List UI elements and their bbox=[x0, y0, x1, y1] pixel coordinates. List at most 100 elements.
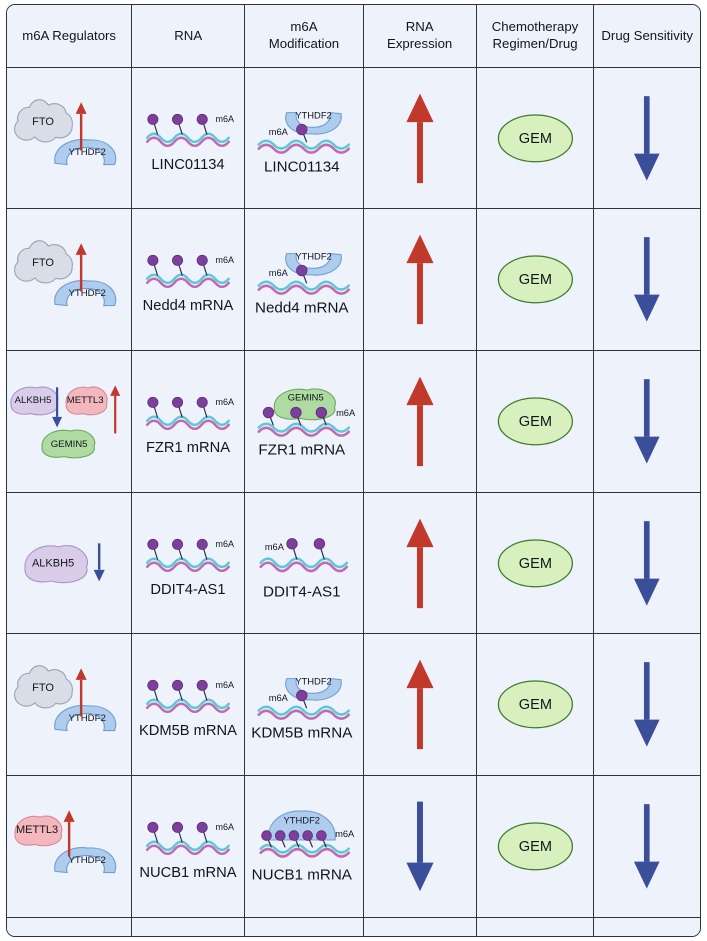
drug-label: GEM bbox=[518, 556, 551, 572]
header-line-1: m6A bbox=[290, 19, 318, 35]
cell-rna-expression-content bbox=[364, 918, 476, 937]
cell-drug-sensitivity-content bbox=[594, 351, 700, 492]
rna-expression-arrow bbox=[406, 801, 434, 892]
rna-expression-arrow bbox=[406, 660, 434, 750]
m6a-dot bbox=[147, 255, 159, 267]
cell-drug-sensitivity-content bbox=[594, 918, 700, 936]
protein-ythdf2-shape bbox=[54, 138, 117, 165]
drug-label: GEM bbox=[518, 272, 551, 288]
reader-label: YTHDF2 bbox=[295, 109, 331, 120]
m6a-tag-label: m6A bbox=[216, 255, 235, 265]
m6a-tag-label: m6A bbox=[265, 542, 285, 552]
rna-backbone bbox=[259, 843, 351, 854]
protein-label-fto: FTO bbox=[32, 257, 54, 269]
protein-fto bbox=[14, 240, 73, 284]
cell-chemotherapy: GEM bbox=[475, 66, 595, 210]
rna-backbone bbox=[257, 705, 351, 717]
column-header-m6a-regulators: m6A Regulators bbox=[7, 5, 133, 68]
cell-rna-expression-content bbox=[364, 68, 476, 209]
cell-regulators: ALKBH5 bbox=[7, 491, 133, 635]
rna-strand bbox=[257, 422, 351, 437]
header-line-2: Regimen/Drug bbox=[492, 35, 578, 51]
protein-label-ythdf2: YTHDF2 bbox=[68, 288, 105, 299]
arrow-head bbox=[406, 376, 434, 406]
m6a-tag-label: m6A bbox=[269, 126, 289, 136]
rna-backbone bbox=[146, 277, 231, 289]
drug-sensitivity-arrow bbox=[634, 662, 661, 748]
cell-rna-content: m6APHF10 mRNA bbox=[132, 918, 244, 936]
arrow-shaft bbox=[644, 95, 651, 154]
rna-strand bbox=[257, 280, 351, 296]
protein-label-ythdf2: YTHDF2 bbox=[68, 713, 105, 724]
modification-diagram: YTHDF1m6APHF10 mRNA bbox=[245, 918, 363, 937]
m6a-dot bbox=[147, 538, 159, 550]
rna-backbone bbox=[257, 143, 351, 154]
arrow-shaft bbox=[97, 543, 101, 570]
protein-ythdf2 bbox=[54, 138, 117, 165]
m6a-dot bbox=[147, 113, 159, 125]
cell-chemotherapy-content: GEM bbox=[477, 209, 594, 350]
cell-chemotherapy: GEM bbox=[475, 349, 595, 493]
arrow-shaft bbox=[416, 121, 423, 183]
drug-label: GEM bbox=[518, 414, 551, 430]
cell-chemotherapy: GEM bbox=[475, 491, 595, 635]
rna-backbone bbox=[259, 557, 349, 568]
arrow-shaft bbox=[644, 804, 651, 862]
protein-label-alkbh5: ALKBH5 bbox=[32, 557, 74, 569]
rna-expression-arrow bbox=[406, 234, 434, 325]
m6a-dot bbox=[296, 123, 308, 135]
rna-strand bbox=[146, 698, 231, 714]
regulators-diagram: ALKBH5 bbox=[24, 543, 105, 583]
down-arrow-icon bbox=[634, 662, 661, 748]
arrow-shaft bbox=[114, 395, 117, 434]
drug-sensitivity-arrow bbox=[634, 804, 661, 889]
drug-ellipse bbox=[497, 113, 573, 162]
cell-rna-expression bbox=[362, 633, 477, 777]
m6a-dot-group bbox=[296, 690, 308, 709]
cell-chemotherapy: GEM bbox=[475, 633, 595, 777]
rna-backbone bbox=[146, 132, 231, 143]
rna-strand bbox=[257, 705, 351, 721]
cell-chemotherapy-content: GEM bbox=[477, 351, 594, 492]
up-arrow-icon bbox=[75, 101, 87, 150]
rna-strand bbox=[259, 843, 351, 858]
down-arrow-icon bbox=[634, 237, 661, 322]
cell-chemotherapy: GEM bbox=[475, 775, 595, 918]
m6a-dot-group bbox=[147, 822, 208, 843]
rna-expression-arrow bbox=[364, 918, 476, 937]
rna-backbone bbox=[146, 419, 231, 431]
cell-chemotherapy: GEM bbox=[475, 208, 595, 351]
rna-backbone bbox=[146, 844, 231, 856]
arrow-head bbox=[93, 569, 105, 582]
m6a-dot bbox=[172, 822, 184, 834]
up-arrow-icon bbox=[63, 810, 75, 857]
down-arrow-icon bbox=[406, 801, 434, 892]
arrow-head bbox=[75, 243, 87, 256]
cell-drug-sensitivity bbox=[593, 775, 700, 918]
rna-expression-arrow bbox=[406, 518, 434, 608]
arrow-shaft bbox=[644, 237, 651, 295]
protein-label-alkbh5: ALKBH5 bbox=[15, 395, 52, 406]
rna-backbone bbox=[257, 138, 351, 150]
protein-mettl3-shape bbox=[65, 386, 108, 416]
m6a-tag-label: m6A bbox=[269, 268, 289, 278]
arrow-head bbox=[634, 578, 661, 606]
drug-sensitivity-arrow bbox=[634, 95, 661, 181]
protein-ythdf2-shape bbox=[54, 705, 117, 732]
arrow-shaft bbox=[79, 680, 83, 717]
cell-drug-sensitivity-content bbox=[594, 776, 700, 917]
m6a-dot-group bbox=[261, 830, 328, 848]
modification-name-label: KDM5B mRNA bbox=[251, 725, 353, 742]
m6a-dot bbox=[316, 830, 327, 842]
